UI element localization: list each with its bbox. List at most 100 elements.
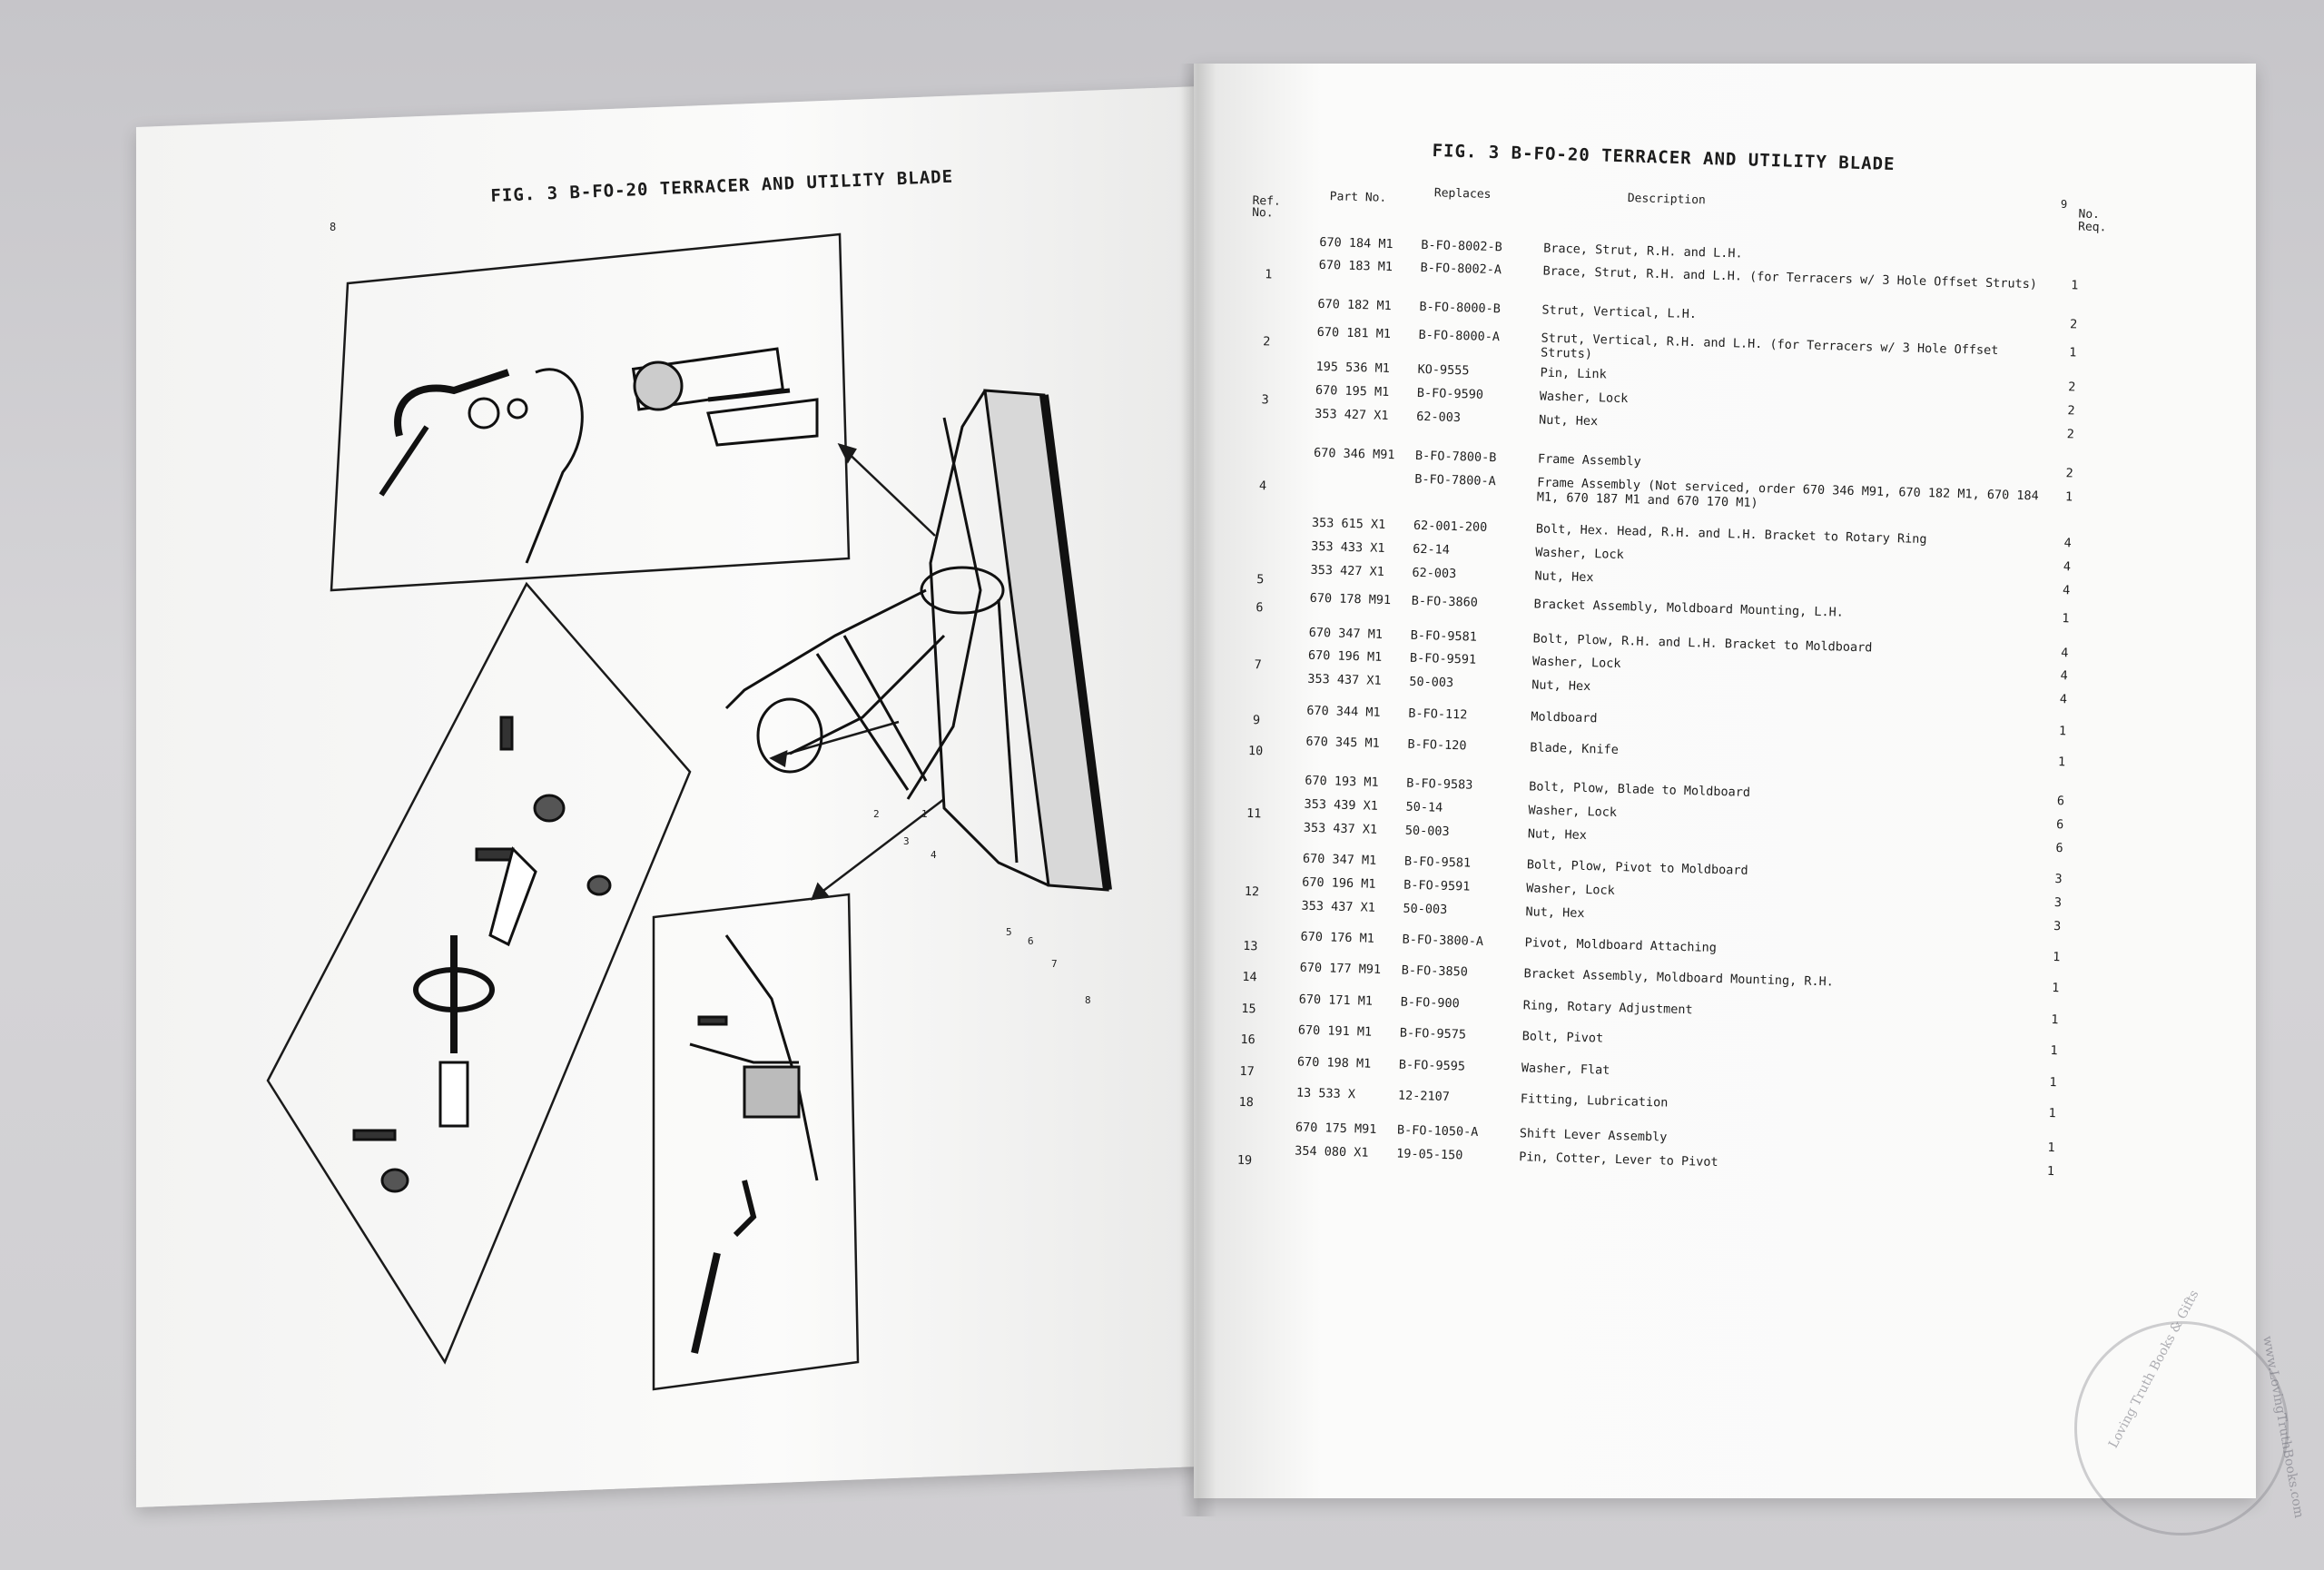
part-number: 353 427 X1	[1310, 562, 1385, 579]
ref-number: 11	[1246, 805, 1262, 822]
header-qty: No. Req.	[2077, 207, 2107, 235]
ref-number: 13	[1243, 938, 1258, 954]
quantity: 1	[2049, 1074, 2057, 1090]
part-number: 670 196 M1	[1307, 648, 1383, 666]
part-number: 13 533 X	[1295, 1085, 1356, 1102]
part-number: 670 171 M1	[1298, 992, 1374, 1009]
quantity: 2	[2066, 427, 2075, 442]
header-part-no: Part No.	[1329, 190, 1387, 205]
inset-box-diamond	[266, 581, 692, 1365]
quantity: 4	[2060, 668, 2068, 684]
part-number: 670 184 M1	[1319, 234, 1393, 252]
part-number: 670 183 M1	[1318, 258, 1393, 275]
quantity: 2	[2069, 317, 2078, 332]
part-number: 670 346 M91	[1313, 445, 1395, 462]
ref-number: 4	[1258, 478, 1267, 493]
quantity: 4	[2059, 692, 2068, 707]
quantity: 6	[2056, 794, 2065, 809]
part-number: 670 195 M1	[1315, 382, 1390, 400]
quantity: 1	[2052, 950, 2061, 965]
quantity: 1	[2064, 489, 2073, 505]
part-number: 670 196 M1	[1302, 874, 1376, 892]
right-page	[1194, 64, 2256, 1498]
left-page-number: 8	[330, 221, 337, 233]
replaces-code: B-FO-7800-A	[1414, 471, 1496, 489]
ref-number: 17	[1239, 1063, 1255, 1079]
ref-number: 5	[1256, 571, 1265, 588]
ref-number: 14	[1242, 970, 1257, 985]
watermark-stamp	[2074, 1321, 2289, 1535]
quantity: 6	[2055, 816, 2064, 833]
svg-text:5: 5	[1006, 926, 1012, 938]
ref-number: 1	[1265, 267, 1273, 282]
quantity: 4	[2062, 582, 2071, 598]
quantity: 1	[2058, 723, 2067, 738]
svg-text:3: 3	[903, 835, 910, 847]
ref-number: 18	[1238, 1094, 1255, 1111]
moldboard	[983, 389, 1109, 892]
quantity: 1	[2071, 278, 2079, 293]
ref-number: 3	[1261, 392, 1269, 408]
svg-text:4: 4	[931, 849, 937, 861]
ref-number: 19	[1236, 1152, 1253, 1168]
part-number: 670 181 M1	[1316, 325, 1392, 342]
ref-number: 2	[1263, 334, 1271, 350]
part-number: 670 182 M1	[1317, 297, 1392, 314]
header-ref-no: Ref. No.	[1252, 193, 1282, 221]
part-number: 670 347 M1	[1308, 625, 1384, 642]
part-number: 670 176 M1	[1300, 929, 1375, 946]
quantity: 4	[2061, 645, 2069, 660]
part-number: 670 178 M91	[1309, 590, 1392, 607]
quantity: 1	[2046, 1163, 2055, 1179]
quantity: 2	[2067, 403, 2075, 419]
part-number: 353 437 X1	[1303, 820, 1378, 837]
part-number: 670 191 M1	[1297, 1022, 1373, 1040]
inset-box-bottom	[652, 893, 860, 1391]
quantity: 1	[2069, 345, 2077, 360]
part-number: 353 437 X1	[1301, 898, 1376, 915]
quantity	[2052, 254, 2079, 255]
book-spine	[1180, 64, 1216, 1516]
inset-box-top	[330, 232, 851, 592]
part-number: 353 433 X1	[1311, 538, 1385, 556]
leader-arrow-3	[812, 798, 945, 900]
part-number: 670 344 M1	[1306, 703, 1381, 720]
svg-text:6: 6	[1028, 935, 1034, 947]
ref-number: 15	[1241, 1001, 1256, 1017]
ref-number: 9	[1252, 712, 1261, 727]
part-number: 353 427 X1	[1315, 406, 1389, 423]
replaces-code: B-FO-8000-A	[1418, 328, 1501, 345]
quantity: 1	[2062, 610, 2070, 627]
header-description: Description	[1627, 192, 1707, 208]
ref-number: 16	[1240, 1032, 1256, 1048]
quantity: 4	[2063, 536, 2072, 551]
ref-number: 6	[1256, 599, 1264, 616]
quantity: 4	[2063, 559, 2072, 575]
part-number: 670 193 M1	[1305, 773, 1379, 790]
part-number: 670 177 M91	[1299, 960, 1382, 978]
quantity: 1	[2057, 755, 2066, 770]
ref-number: 7	[1254, 657, 1263, 673]
quantity: 1	[2047, 1140, 2055, 1155]
leader-arrow-1	[839, 444, 936, 537]
quantity: 2	[2067, 380, 2076, 395]
part-number: 353 615 X1	[1311, 515, 1386, 533]
quantity: 6	[2055, 840, 2063, 855]
svg-text:7: 7	[1051, 958, 1058, 970]
header-replaces: Replaces	[1433, 186, 1492, 202]
quantity: 2	[2065, 466, 2073, 481]
svg-text:2: 2	[873, 808, 880, 820]
quantity: 3	[2053, 894, 2063, 911]
ref-number: 10	[1247, 743, 1264, 759]
svg-text:8: 8	[1085, 994, 1091, 1006]
quantity: 1	[2048, 1105, 2056, 1121]
quantity: 3	[2053, 918, 2062, 933]
ref-number: 12	[1244, 884, 1260, 900]
part-number: 670 347 M1	[1302, 851, 1377, 868]
part-number	[1313, 479, 1414, 482]
part-number: 354 080 X1	[1295, 1143, 1369, 1160]
part-number: 195 536 M1	[1315, 360, 1391, 377]
part-number: 353 437 X1	[1307, 671, 1382, 689]
